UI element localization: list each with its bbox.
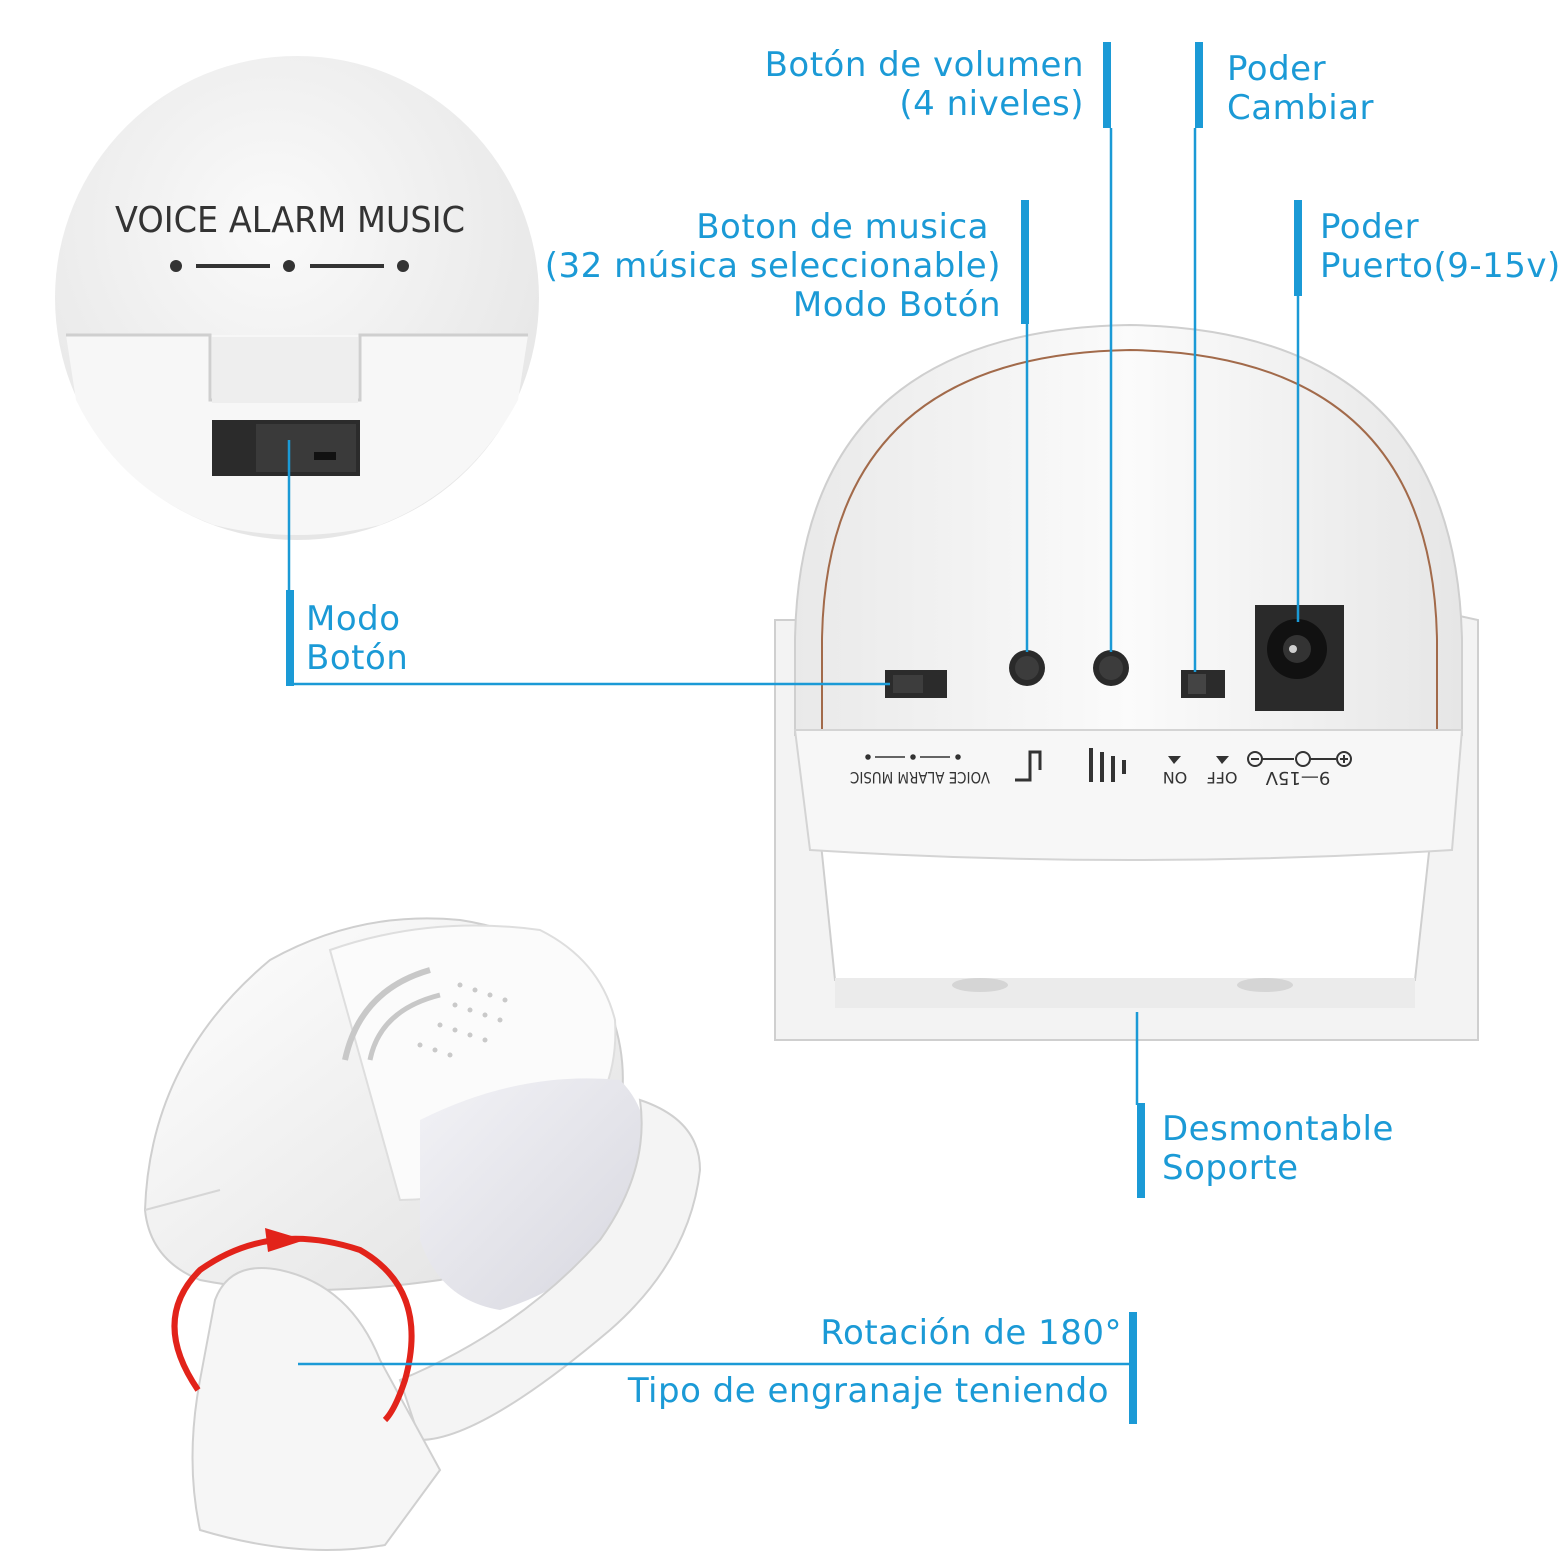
callout-detachable-bracket: Desmontable Soporte <box>1162 1110 1394 1188</box>
panel-off-label: OFF <box>1207 768 1238 787</box>
panel-mode-labels: VOICE ALARM MUSIC <box>850 768 990 787</box>
zoom-circle: VOICE ALARM MUSIC <box>55 56 539 540</box>
callout-rotation: Rotación de 180° <box>820 1314 1122 1353</box>
callout-bracket-line2: Soporte <box>1162 1148 1299 1188</box>
callout-mode-line1: Modo <box>306 599 401 639</box>
callout-music-line1: Boton de musica <box>696 207 989 247</box>
callout-rotation-line2: Tipo de engranaje teniendo <box>627 1371 1109 1411</box>
callout-power-switch-line2: Cambiar <box>1227 88 1375 128</box>
panel-voltage-label: 9—15V <box>1265 767 1330 788</box>
callout-music-line3: Modo Botón <box>792 285 1001 325</box>
callout-volume-line2: (4 niveles) <box>899 84 1084 124</box>
panel-mode-dots <box>865 754 961 760</box>
callout-power-switch-line1: Poder <box>1227 49 1327 89</box>
device-back-view: VOICE ALARM MUSIC ON OFF 9—15V <box>774 323 1479 1041</box>
callout-power-port-line2: Puerto(9-15v) <box>1320 246 1561 286</box>
callout-mode-line2: Botón <box>306 638 409 678</box>
callout-volume-line1: Botón de volumen <box>764 45 1084 85</box>
callout-power-port: Poder Puerto(9-15v) <box>1320 208 1561 286</box>
callout-bracket-line1: Desmontable <box>1162 1109 1394 1149</box>
callout-volume-button: Botón de volumen (4 niveles) <box>765 46 1084 124</box>
callout-mode-button: Modo Botón <box>306 600 408 678</box>
callout-music-button: Boton de musica (32 música seleccionable… <box>545 208 1001 325</box>
rotation-arrow-icon <box>171 1235 415 1423</box>
callout-music-line2: (32 música seleccionable) <box>544 246 1001 286</box>
power-polarity-icon <box>1247 751 1352 767</box>
volume-bars-icon <box>1089 748 1126 782</box>
callout-gear-type: Tipo de engranaje teniendo <box>628 1372 1109 1411</box>
callout-rotation-line1: Rotación de 180° <box>820 1313 1122 1353</box>
callout-power-switch: Poder Cambiar <box>1227 50 1374 128</box>
sensor-front-view <box>143 917 702 1551</box>
callout-lines <box>286 42 1302 1424</box>
music-note-icon <box>1015 750 1042 782</box>
callout-power-port-line1: Poder <box>1320 207 1420 247</box>
panel-on-label: ON <box>1163 768 1188 787</box>
zoom-mode-labels: VOICE ALARM MUSIC <box>115 200 465 241</box>
